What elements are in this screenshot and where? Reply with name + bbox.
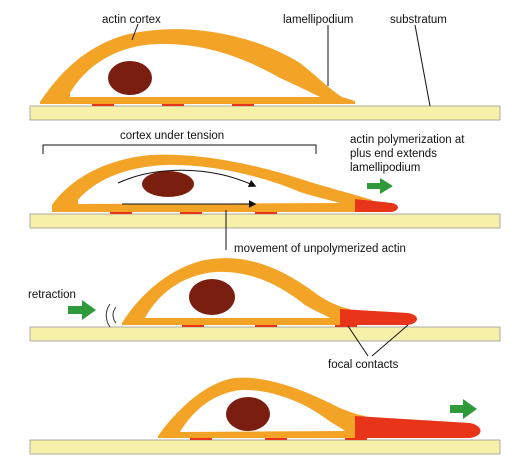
panel-3: retraction focal contacts bbox=[28, 258, 501, 371]
substratum-3 bbox=[29, 326, 501, 342]
green-arrow-4 bbox=[450, 399, 477, 419]
leader-substratum bbox=[414, 24, 431, 107]
panel-4 bbox=[29, 377, 501, 455]
label-focal-contacts: focal contacts bbox=[328, 359, 399, 371]
leader-focal-contact-b bbox=[371, 324, 409, 357]
nucleus-2 bbox=[142, 171, 194, 197]
tension-arrow-upper bbox=[117, 169, 257, 187]
green-arrow-2 bbox=[367, 178, 393, 194]
label-lamellipodium: lamellipodium bbox=[283, 14, 353, 26]
label-substratum: substratum bbox=[390, 14, 447, 26]
substratum-4 bbox=[29, 439, 501, 455]
lamellipodium-extension-2 bbox=[355, 199, 398, 212]
panel-2: cortex under tension actin polymerizatio… bbox=[29, 130, 501, 255]
lamellipodium-extension-4 bbox=[355, 416, 481, 438]
leader-focal-contact-a bbox=[347, 325, 369, 357]
label-retraction: retraction bbox=[28, 289, 76, 301]
retraction-motion-lines-icon bbox=[105, 303, 117, 328]
label-actin-polymerization-3: lamellipodium bbox=[350, 162, 420, 174]
label-movement-unpolymerized: movement of unpolymerized actin bbox=[234, 243, 406, 255]
label-actin-polymerization-2: plus end extends bbox=[350, 148, 437, 160]
panel-1: actin cortex lamellipodium substratum bbox=[29, 14, 501, 121]
substratum-2 bbox=[29, 213, 501, 229]
substratum-1 bbox=[29, 105, 501, 121]
retraction-arrow-icon bbox=[68, 300, 96, 320]
leader-actin-cortex bbox=[131, 23, 139, 41]
tension-bracket bbox=[42, 144, 317, 154]
cytoplasm-3 bbox=[145, 271, 330, 318]
lamellipodium-extension-3 bbox=[340, 309, 417, 325]
label-actin-polymerization-1: actin polymerization at bbox=[350, 134, 465, 146]
nucleus-4 bbox=[226, 397, 270, 431]
label-actin-cortex: actin cortex bbox=[102, 14, 161, 26]
nucleus-3 bbox=[189, 279, 235, 315]
nucleus-1 bbox=[108, 61, 152, 95]
label-cortex-under-tension: cortex under tension bbox=[120, 130, 224, 142]
